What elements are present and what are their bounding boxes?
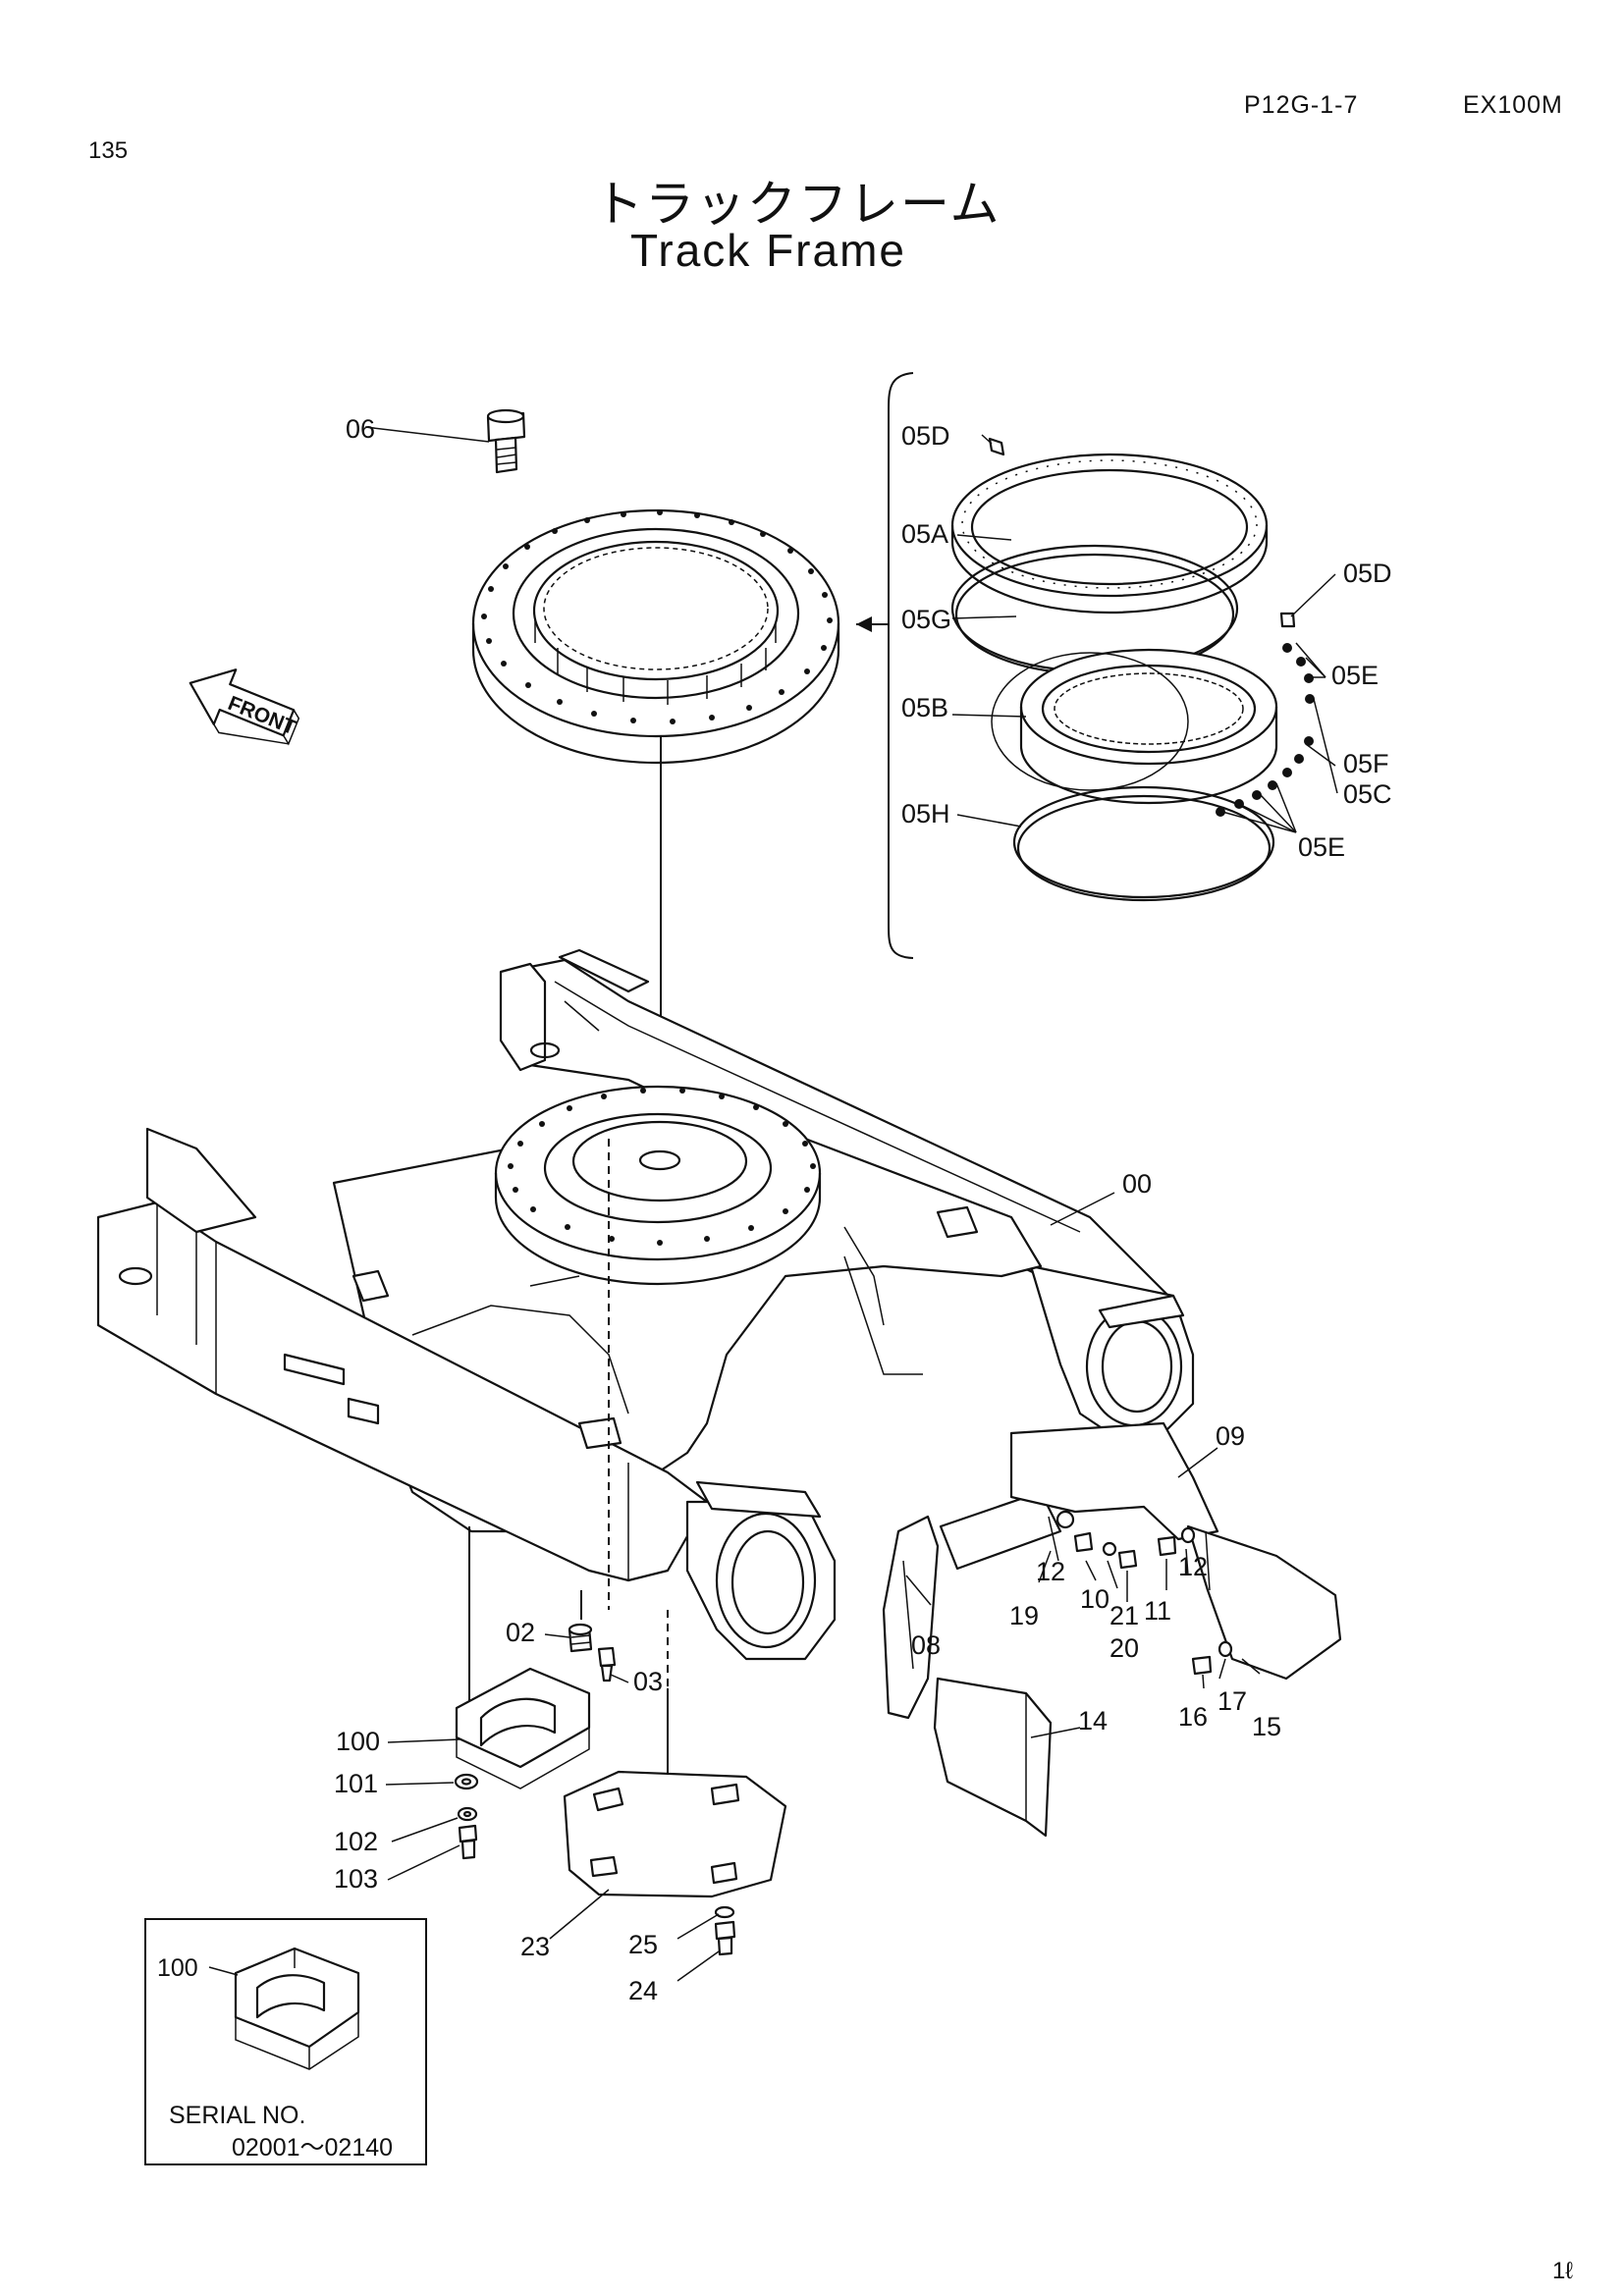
callout-19: 19 bbox=[1009, 1601, 1039, 1630]
callout-25: 25 bbox=[628, 1930, 658, 1959]
plate-19-icon bbox=[939, 1490, 1062, 1571]
callout-12-left: 12 bbox=[1036, 1557, 1065, 1586]
bracket-100-icon bbox=[455, 1667, 591, 1789]
callout-05C: 05C bbox=[1343, 779, 1392, 809]
page-code: P12G-1-7 bbox=[1244, 91, 1359, 119]
callout-05E-top: 05E bbox=[1331, 661, 1379, 690]
callout-21: 21 bbox=[1109, 1601, 1139, 1630]
inset-callout-100: 100 bbox=[157, 1954, 198, 1982]
model-name: EX100M bbox=[1463, 91, 1563, 119]
callout-16: 16 bbox=[1178, 1702, 1208, 1732]
callout-24: 24 bbox=[628, 1976, 658, 2005]
title-english: Track Frame bbox=[630, 225, 906, 276]
callout-02: 02 bbox=[506, 1618, 535, 1647]
callout-05B: 05B bbox=[901, 693, 948, 722]
cover-15-icon bbox=[1186, 1524, 1342, 1681]
callout-00: 00 bbox=[1122, 1169, 1152, 1199]
callout-05G: 05G bbox=[901, 605, 951, 634]
cover-plate-23-icon bbox=[563, 1770, 787, 1898]
callout-05E-bottom: 05E bbox=[1298, 832, 1345, 862]
title-japanese: トラックフレーム bbox=[594, 176, 1001, 233]
serial-range: 02001～02140 bbox=[232, 2134, 393, 2162]
bolt-24-icon bbox=[714, 1920, 736, 1956]
bracket-100-inset-icon bbox=[234, 1947, 360, 2070]
callout-03: 03 bbox=[633, 1667, 663, 1696]
callout-09: 09 bbox=[1216, 1421, 1245, 1451]
leader-lines bbox=[364, 426, 1338, 1982]
cover-14-icon bbox=[933, 1677, 1053, 1838]
bolt-103-icon bbox=[458, 1824, 478, 1860]
callout-10: 10 bbox=[1080, 1584, 1109, 1614]
callout-14: 14 bbox=[1078, 1706, 1108, 1735]
callout-102: 102 bbox=[334, 1827, 378, 1856]
serial-inset-box: 100 SERIAL NO. 02001～02140 bbox=[144, 1918, 427, 2165]
washer-25-icon bbox=[714, 1905, 735, 1919]
callout-11: 11 bbox=[1144, 1596, 1171, 1626]
callout-23: 23 bbox=[520, 1932, 550, 1961]
cover-09-icon bbox=[1009, 1421, 1219, 1541]
callout-05H: 05H bbox=[901, 799, 950, 828]
page-number: 135 bbox=[88, 137, 129, 164]
assembly-bracket bbox=[888, 372, 914, 959]
washer-102-icon bbox=[457, 1806, 478, 1822]
callout-103: 103 bbox=[334, 1864, 378, 1894]
callout-06: 06 bbox=[346, 414, 375, 444]
cover-08-icon bbox=[882, 1515, 940, 1720]
callout-05D-right: 05D bbox=[1343, 559, 1392, 588]
callout-15: 15 bbox=[1252, 1712, 1281, 1741]
callout-05A: 05A bbox=[901, 519, 948, 549]
bearing-assembly-icon bbox=[950, 437, 1315, 902]
callout-20: 20 bbox=[1109, 1633, 1139, 1663]
serial-label: SERIAL NO. bbox=[169, 2102, 305, 2129]
callout-101: 101 bbox=[334, 1769, 378, 1798]
track-frame-icon bbox=[96, 948, 1195, 1661]
bolt-06-icon bbox=[486, 408, 526, 474]
callout-100: 100 bbox=[336, 1727, 380, 1756]
callout-05F: 05F bbox=[1343, 749, 1389, 778]
fitting-02-icon bbox=[568, 1623, 593, 1653]
callout-12-right: 12 bbox=[1178, 1552, 1208, 1581]
callout-05D-top: 05D bbox=[901, 421, 950, 451]
callout-17: 17 bbox=[1217, 1686, 1247, 1716]
corner-page-mark: 1ℓ bbox=[1552, 2258, 1574, 2284]
front-arrow-icon: FRONT bbox=[189, 668, 300, 746]
washer-101-icon bbox=[454, 1773, 479, 1790]
callout-08: 08 bbox=[911, 1630, 941, 1660]
bracket-arrow-head-icon bbox=[856, 616, 872, 632]
fitting-03-icon bbox=[597, 1646, 617, 1682]
swing-circle-ring-icon bbox=[471, 508, 840, 765]
hardware-10-21-20-icon bbox=[1055, 1510, 1233, 1676]
